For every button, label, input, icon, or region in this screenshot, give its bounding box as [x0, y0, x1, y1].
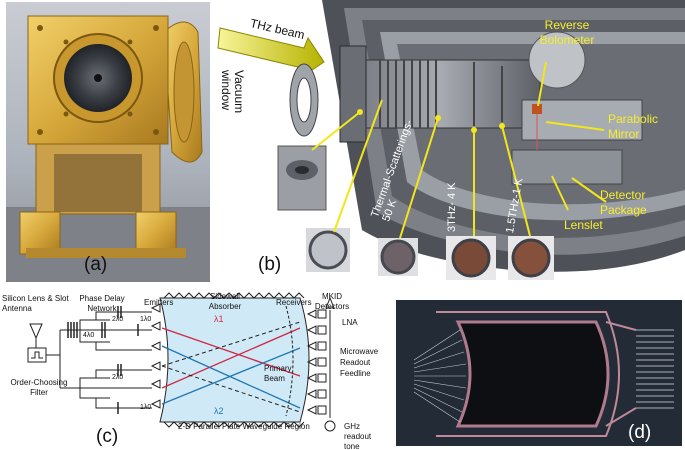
panel-b-label: (b) [258, 254, 282, 275]
microwave-feedline-label: Microwave Readout Feedline [340, 347, 379, 378]
cryostat-mount-photo [6, 2, 210, 282]
filter-4k-label: 3THz- 4 K [446, 182, 458, 232]
lenslet-label: Lenslet [564, 218, 603, 232]
delay-label-3: 1λ0 [140, 316, 152, 323]
reverse-bolometer-label: Reverse Bolometer [539, 18, 595, 47]
vacuum-window-label: Vacuum window [219, 70, 246, 114]
panel-c-schematic: Silicon Lens & Slot Antenna Phase Delay … [0, 292, 392, 450]
lambda1-label: λ1 [214, 314, 224, 324]
inset-photo-50k [306, 228, 350, 272]
inset-photo-4k-b [446, 236, 496, 280]
emitters-label: Emitters [144, 298, 174, 307]
waveguide-region-label: 2-D Parallel Plate Waveguide Region [178, 422, 310, 431]
panel-c-label: (c) [96, 426, 119, 447]
panel-b-cutaway: THz beam Vacuum window Thermal-Scatterin… [212, 0, 685, 285]
delay-label-5: 1λ0 [140, 404, 152, 411]
inset-photo-window [277, 145, 327, 211]
chip-micrograph [396, 300, 682, 446]
silicon-lens-label: Silicon Lens & Slot Antenna [2, 294, 69, 313]
cryostat-cutaway-render [212, 0, 685, 285]
mkid-detectors-label: MKID Detectors [314, 292, 350, 311]
ghz-tone-label: GHz readout tone [344, 422, 372, 450]
lambda2-label: λ2 [214, 406, 224, 416]
panel-a-photo: (a) [6, 2, 210, 282]
phase-delay-label: Phase Delay Network [79, 294, 125, 313]
inset-photo-4k-a [378, 238, 418, 276]
panel-a-label: (a) [84, 254, 108, 275]
spectrometer-schematic [27, 292, 336, 432]
delay-label-2: 2λ0 [112, 316, 124, 323]
inset-photo-1k [508, 236, 554, 280]
panel-d-chip-photo: (d) [396, 300, 682, 446]
panel-d-label: (d) [628, 422, 652, 443]
sidewall-absorber-label: Sidewall Absorber [208, 292, 242, 311]
detector-package-label: Detector Package [600, 188, 647, 217]
vacuum-window-icon [289, 63, 319, 137]
delay-label-4: 2λ0 [112, 374, 124, 381]
primary-beam-label: Primary Beam [264, 364, 292, 383]
parabolic-mirror-label: Parabolic Mirror [608, 112, 659, 141]
receivers-label: Receivers [276, 298, 312, 307]
delay-label-1: 4λ0 [83, 332, 95, 339]
lna-label: LNA [342, 318, 358, 327]
order-choosing-label: Order-Choosing Filter [10, 378, 68, 397]
